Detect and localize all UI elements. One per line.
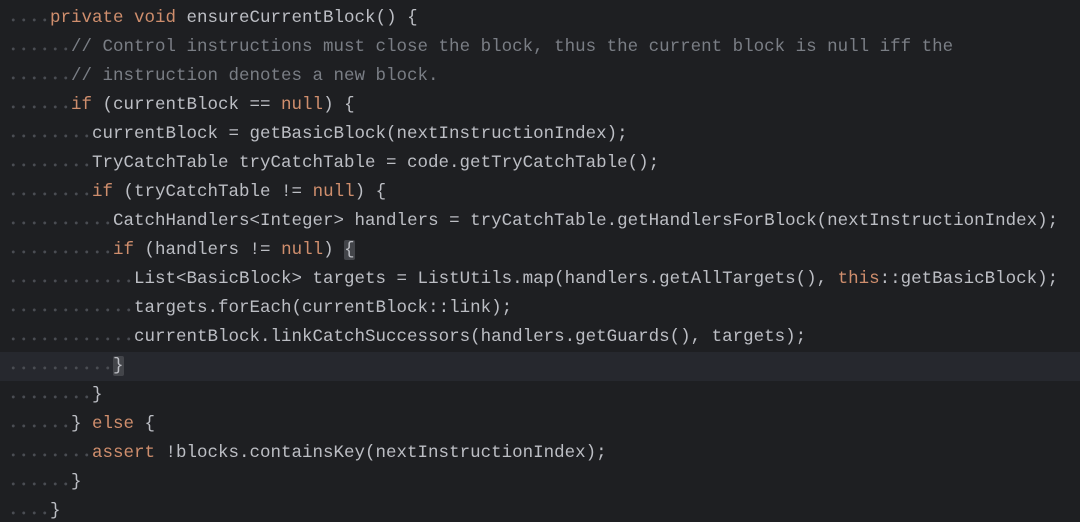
indent-whitespace-marker: [8, 149, 92, 178]
indent-whitespace-marker: [8, 265, 135, 294]
code-token: ) {: [354, 182, 387, 202]
code-line[interactable]: currentBlock.linkCatchSuccessors(handler…: [0, 323, 1080, 352]
indent-whitespace-marker: [8, 381, 92, 410]
indent-whitespace-marker: [8, 91, 71, 120]
code-token: currentBlock = getBasicBlock(nextInstruc…: [92, 124, 628, 144]
code-token: ): [323, 240, 345, 260]
code-token: CatchHandlers<Integer> handlers = tryCat…: [113, 211, 1059, 231]
keyword-token: null: [281, 95, 324, 115]
keyword-token: private: [50, 8, 124, 28]
code-line[interactable]: if (handlers != null) {: [0, 236, 1080, 265]
matched-brace-token: }: [113, 356, 124, 376]
matched-brace-token: {: [344, 240, 355, 260]
comment-token: // Control instructions must close the b…: [71, 37, 954, 57]
indent-whitespace-marker: [8, 236, 114, 265]
code-token: }: [71, 472, 82, 492]
code-token: !blocks.containsKey(nextInstructionIndex…: [155, 443, 607, 463]
code-token: targets.forEach(currentBlock::link);: [134, 298, 513, 318]
code-token: ensureCurrentBlock() {: [176, 8, 418, 28]
keyword-token: null: [312, 182, 355, 202]
keyword-token: assert: [92, 443, 156, 463]
code-line[interactable]: // instruction denotes a new block.: [0, 62, 1080, 91]
code-token: TryCatchTable tryCatchTable = code.getTr…: [92, 153, 660, 173]
keyword-token: null: [281, 240, 324, 260]
comment-token: // instruction denotes a new block.: [71, 66, 439, 86]
indent-whitespace-marker: [8, 62, 71, 91]
code-line[interactable]: private void ensureCurrentBlock() {: [0, 4, 1080, 33]
code-line[interactable]: // Control instructions must close the b…: [0, 33, 1080, 62]
code-line[interactable]: currentBlock = getBasicBlock(nextInstruc…: [0, 120, 1080, 149]
indent-whitespace-marker: [8, 352, 114, 381]
keyword-token: else: [92, 414, 135, 434]
current-code-line[interactable]: }: [0, 352, 1080, 381]
code-token: (currentBlock ==: [92, 95, 282, 115]
code-token: ) {: [323, 95, 355, 115]
indent-whitespace-marker: [8, 497, 50, 522]
indent-whitespace-marker: [8, 294, 135, 323]
code-line[interactable]: }: [0, 497, 1080, 522]
code-line[interactable]: if (tryCatchTable != null) {: [0, 178, 1080, 207]
indent-whitespace-marker: [8, 439, 92, 468]
indent-whitespace-marker: [8, 120, 92, 149]
code-line[interactable]: TryCatchTable tryCatchTable = code.getTr…: [0, 149, 1080, 178]
code-line[interactable]: } else {: [0, 410, 1080, 439]
code-token: }: [92, 385, 103, 405]
code-line[interactable]: assert !blocks.containsKey(nextInstructi…: [0, 439, 1080, 468]
indent-whitespace-marker: [8, 33, 71, 62]
indent-whitespace-marker: [8, 410, 71, 439]
keyword-token: this: [837, 269, 880, 289]
code-token: currentBlock.linkCatchSuccessors(handler…: [134, 327, 807, 347]
keyword-token: void: [123, 8, 177, 28]
code-token: ::getBasicBlock);: [879, 269, 1059, 289]
code-line[interactable]: targets.forEach(currentBlock::link);: [0, 294, 1080, 323]
code-token: (tryCatchTable !=: [113, 182, 313, 202]
code-line[interactable]: CatchHandlers<Integer> handlers = tryCat…: [0, 207, 1080, 236]
code-token: }: [50, 501, 61, 521]
indent-whitespace-marker: [8, 178, 92, 207]
code-token: }: [71, 414, 93, 434]
indent-whitespace-marker: [8, 207, 114, 236]
code-token: (handlers !=: [134, 240, 282, 260]
keyword-token: if: [71, 95, 93, 115]
code-line[interactable]: }: [0, 468, 1080, 497]
code-token: {: [134, 414, 156, 434]
keyword-token: if: [92, 182, 114, 202]
keyword-token: if: [113, 240, 135, 260]
code-line[interactable]: List<BasicBlock> targets = ListUtils.map…: [0, 265, 1080, 294]
indent-whitespace-marker: [8, 4, 50, 33]
code-line[interactable]: if (currentBlock == null) {: [0, 91, 1080, 120]
code-token: List<BasicBlock> targets = ListUtils.map…: [134, 269, 838, 289]
code-line[interactable]: }: [0, 381, 1080, 410]
indent-whitespace-marker: [8, 468, 71, 497]
indent-whitespace-marker: [8, 323, 135, 352]
